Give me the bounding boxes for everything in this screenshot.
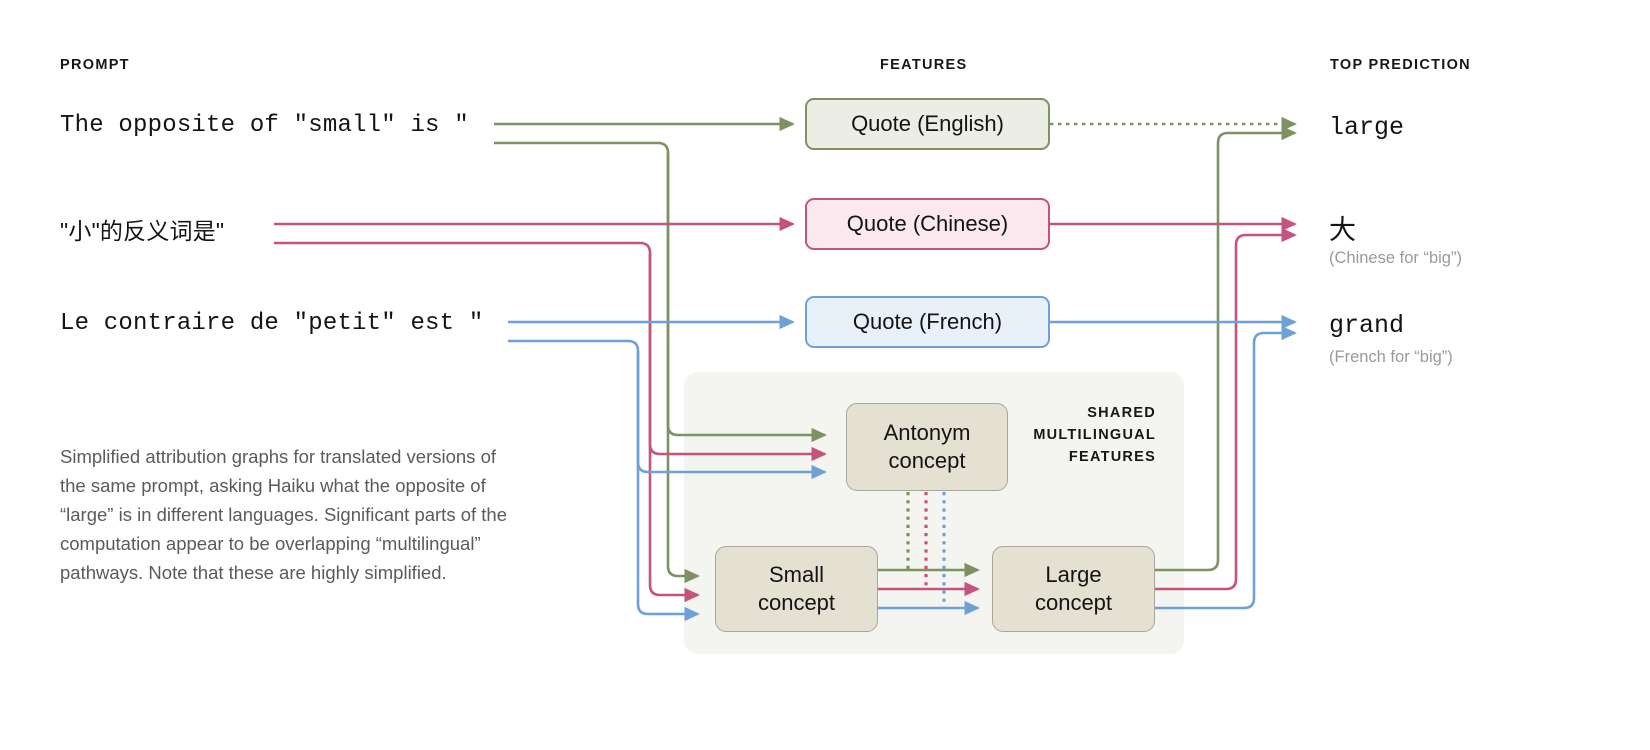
- feature-label-quote-english: Quote (English): [851, 111, 1004, 136]
- prediction-chinese-note: (Chinese for “big”): [1329, 249, 1462, 267]
- concept-box-antonym[interactable]: Antonym concept: [846, 403, 1008, 491]
- concept-large-line1: Large: [1045, 562, 1102, 587]
- concept-antonym-line1: Antonym: [883, 420, 971, 445]
- shared-features-label-line2: MULTILINGUAL: [1033, 427, 1156, 443]
- concept-antonym-line2: concept: [888, 448, 966, 473]
- concept-box-small[interactable]: Small concept: [715, 546, 878, 632]
- concept-box-large[interactable]: Large concept: [992, 546, 1155, 632]
- concept-small-line1: Small: [768, 562, 824, 587]
- shared-features-label-line1: SHARED: [1087, 405, 1156, 421]
- feature-box-quote-chinese[interactable]: Quote (Chinese): [805, 198, 1050, 250]
- prompt-english: The opposite of "small" is ": [60, 112, 469, 139]
- prompt-french: Le contraire de "petit" est ": [60, 310, 484, 337]
- prediction-chinese: 大: [1329, 215, 1356, 245]
- diagram-caption: Simplified attribution graphs for transl…: [60, 446, 507, 583]
- prediction-french: grand: [1329, 311, 1405, 340]
- shared-features-label: SHARED MULTILINGUAL FEATURES: [984, 402, 1156, 468]
- feature-box-quote-french[interactable]: Quote (French): [805, 296, 1050, 348]
- prompt-chinese: "小"的反义词是": [60, 218, 225, 244]
- concept-large-line2: concept: [1034, 590, 1113, 615]
- prediction-english: large: [1329, 113, 1405, 142]
- prediction-french-note: (French for “big”): [1329, 348, 1453, 366]
- column-header-features: FEATURES: [880, 57, 968, 73]
- column-header-top-prediction: TOP PREDICTION: [1330, 57, 1471, 73]
- shared-features-label-line3: FEATURES: [1068, 449, 1156, 465]
- feature-label-quote-chinese: Quote (Chinese): [846, 211, 1009, 236]
- feature-box-quote-english[interactable]: Quote (English): [805, 98, 1050, 150]
- column-header-prompt: PROMPT: [60, 57, 130, 73]
- concept-small-line2: concept: [757, 590, 836, 615]
- feature-label-quote-french: Quote (French): [852, 309, 1003, 334]
